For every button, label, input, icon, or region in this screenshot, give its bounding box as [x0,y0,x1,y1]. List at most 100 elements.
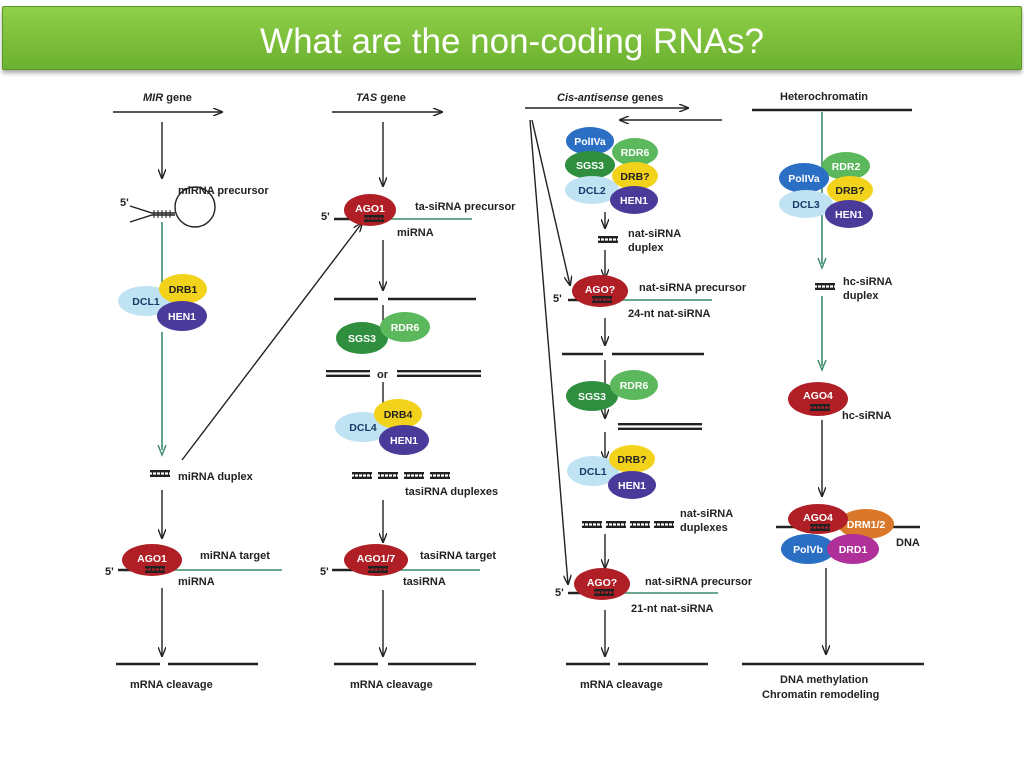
tas-5prime-2: 5' [320,566,329,578]
tas-duplexes-label: tasiRNA duplexes [405,486,498,498]
het-drb-label: DRB? [835,185,864,197]
cis-dcl1-label: DCL1 [579,466,607,478]
cis-rdr6-protein [612,138,658,166]
het-polva-label: PolIVa [788,173,820,185]
tas-sgs3-protein [336,322,388,354]
cis-duplexes-label-1: nat-siRNA [680,508,733,520]
het-duplex-label-2: duplex [843,290,879,302]
tas-or-label: or [377,369,389,381]
het-drb-protein [827,176,873,204]
het-polvb-protein [781,534,835,564]
het-ago4-label: AGO4 [803,390,833,402]
cis-hen1-protein-b [608,471,656,499]
cis-hen1-protein [610,186,658,214]
cis-dsrna-icon [618,423,702,430]
tas-tasirna-label: tasiRNA [403,576,446,588]
het-hen1-protein [825,200,873,228]
cis-sgs3-protein [565,151,615,179]
cis-header: Cis-antisense genes [557,92,663,104]
tas-drb4-label: DRB4 [384,409,413,421]
mir-5prime-1: 5' [120,197,129,209]
cis-result-label: mRNA cleavage [580,679,663,691]
het-result-label-1: DNA methylation [780,674,868,686]
cis-dcl1-protein [567,456,619,486]
tas-rdr6-label: RDR6 [391,322,420,334]
het-drm12-label: DRM1/2 [847,519,886,531]
cis-long-arrow-1 [531,119,570,285]
het-dna-label: DNA [896,537,920,549]
cis-duplexes-icon [582,521,674,528]
cis-drb-protein [612,162,658,190]
tas-target-label: tasiRNA target [420,550,496,562]
het-rdr2-label: RDR2 [832,161,861,173]
mir-hen1-protein [157,301,207,331]
mir-result-label: mRNA cleavage [130,679,213,691]
cis-drb-protein-b [609,445,655,473]
tas-dsrna-short-icon [326,370,370,377]
mir-drb1-protein [159,274,207,304]
cis-sgs3-label: SGS3 [576,160,604,172]
mir-drb1-label: DRB1 [169,284,198,296]
tas-5prime-1: 5' [321,211,330,223]
mir-dcl1-label: DCL1 [132,296,160,308]
mir-duplex-label: miRNA duplex [178,471,254,483]
cis-precursor-label-2: nat-siRNA precursor [645,576,753,588]
cis-hen1-label-b: HEN1 [618,480,646,492]
het-duplex-icon [815,283,835,290]
het-rdr2-protein [822,152,870,180]
mir-column: MIR gene 5' miRNA precursor DCL1 DRB1 HE… [105,92,362,691]
het-duplex-label-1: hc-siRNA [843,276,893,288]
cis-nat-duplex-label-2: duplex [628,242,664,254]
cis-5prime-2: 5' [555,587,564,599]
mir-to-tas-arrow [181,223,362,461]
tas-duplexes-icon [352,472,450,479]
cis-dcl2-label: DCL2 [578,185,606,197]
het-drd1-protein [827,534,879,564]
het-drm12-protein [838,509,894,539]
cis-hen1-label: HEN1 [620,195,648,207]
cis-ago-protein-2 [574,568,630,600]
tas-rdr6-protein [380,312,430,342]
tas-result-label: mRNA cleavage [350,679,433,691]
het-ago4-protein-b [788,504,848,534]
het-header: Heterochromatin [780,91,868,103]
mir-ago1-label: AGO1 [137,553,167,565]
cis-polva-protein [566,127,614,155]
cis-ago-label-1: AGO? [585,284,615,296]
cis-polva-label: PolIVa [574,136,606,148]
cis-21nt-label: 21-nt nat-siRNA [631,603,714,615]
cis-ago-label-2: AGO? [587,577,617,589]
cis-5prime-1: 5' [553,293,562,305]
mir-duplex-icon [150,470,170,477]
mir-header: MIR gene [143,92,192,104]
tas-drb4-protein [374,399,422,429]
hairpin-icon [129,186,216,228]
tas-mirna-label: miRNA [397,227,434,239]
het-dcl3-protein [779,190,833,218]
title-bar: What are the non-coding RNAs? [2,6,1022,70]
tas-precursor-label: ta-siRNA precursor [415,201,516,213]
het-column: Heterochromatin RDR2 PolIVa DRB? DCL3 HE… [742,91,924,701]
cis-duplexes-label-2: duplexes [680,522,728,534]
cis-sgs3-protein-b [566,381,618,411]
het-ago4-protein [788,382,848,416]
cis-ago-protein-1 [572,275,628,307]
tas-dcl4-label: DCL4 [349,422,377,434]
mir-ago1-protein [122,544,182,576]
cis-sgs3-label-b: SGS3 [578,391,606,403]
tas-ago1-label: AGO1 [355,203,385,215]
cis-precursor-label-1: nat-siRNA precursor [639,282,747,294]
tas-hen1-label: HEN1 [390,435,418,447]
tas-hen1-protein [379,425,429,455]
mir-precursor-label: miRNA precursor [178,185,269,197]
tas-ago17-label: AGO1/7 [357,553,396,565]
cis-nat-duplex-icon [598,236,618,243]
het-ago4-label-b: AGO4 [803,512,833,524]
mir-mirna-label: miRNA [178,576,215,588]
het-hen1-label: HEN1 [835,209,863,221]
tas-sgs3-label: SGS3 [348,333,376,345]
het-polva-protein [779,163,829,193]
het-polvb-label: PolVb [793,544,823,556]
het-hcsirna-label: hc-siRNA [842,410,892,422]
